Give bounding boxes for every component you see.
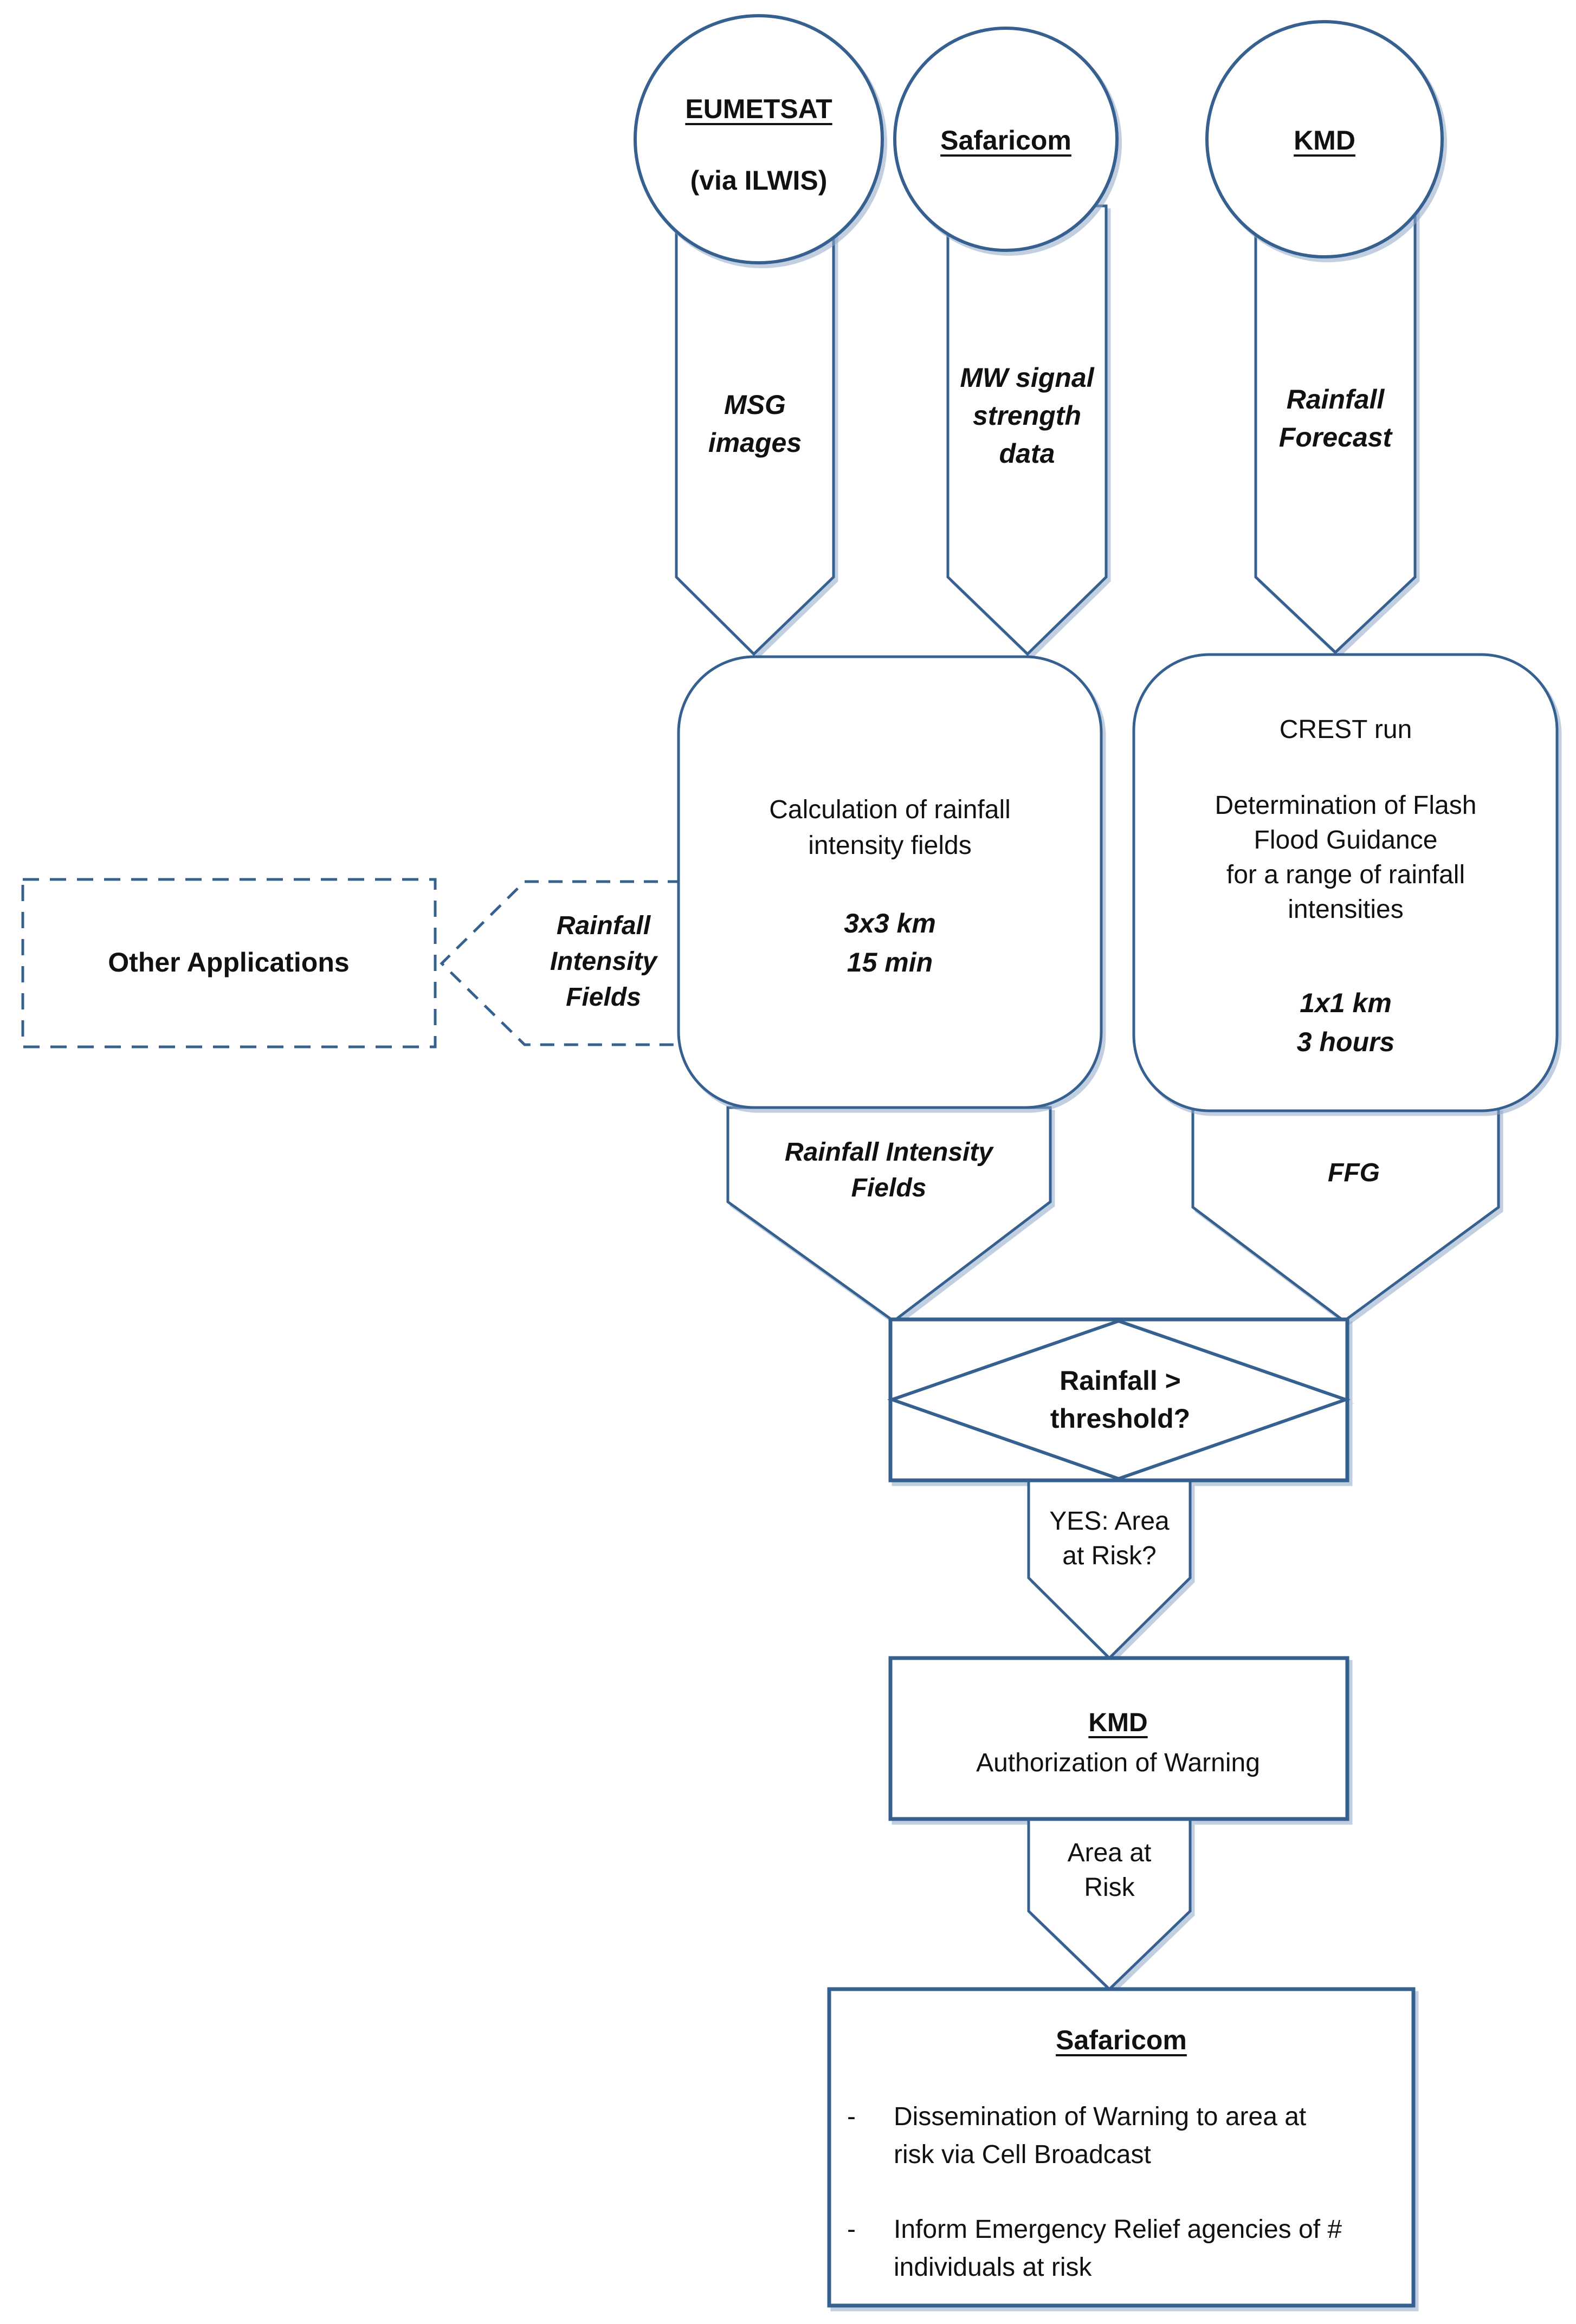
source-circle-safaricom <box>893 27 1119 252</box>
flow-arrow-ffg <box>1191 1106 1500 1323</box>
rainfall-intensity-flow-label: Rainfall Intensity Fields <box>784 1138 993 1202</box>
yes-area-label: YES: Area at Risk? <box>1049 1507 1170 1570</box>
crest-box-title: CREST run <box>1279 715 1412 744</box>
bullet-text: Dissemination of Warning to area at risk… <box>894 2102 1307 2169</box>
eumetsat-circle-subtitle: (via ILWIS) <box>690 165 828 196</box>
kmd-authorization-box <box>888 1656 1349 1821</box>
rainfall-intensity-chevron-label: Rainfall Intensity Fields <box>550 911 657 1012</box>
msg-images-label: MSG images <box>708 390 802 458</box>
mw-signal-label: MW signal strength data <box>960 362 1094 469</box>
source-circle-eumetsat <box>634 14 884 264</box>
rainfall-forecast-label: Rainfall Forecast <box>1278 384 1392 452</box>
decision-label: Rainfall > threshold? <box>1050 1365 1191 1434</box>
kmd-box-title: KMD <box>1088 1708 1148 1737</box>
safaricom-bullet-1: - Dissemination of Warning to area at ri… <box>847 2098 1394 2174</box>
safaricom-box-title: Safaricom <box>1056 2025 1187 2055</box>
crest-box <box>1132 653 1559 1112</box>
other-applications-label: Other Applications <box>108 947 350 977</box>
bullet-marker: - <box>847 2102 856 2131</box>
safaricom-bullet-2: - Inform Emergency Relief agencies of # … <box>847 2211 1394 2287</box>
area-at-risk-label: Area at Risk <box>1067 1839 1152 1902</box>
kmd-box-subtitle: Authorization of Warning <box>976 1749 1260 1777</box>
decision-diamond <box>887 1319 1351 1481</box>
source-circle-kmd <box>1205 20 1444 258</box>
crest-box-detail: 1x1 km 3 hours <box>1296 988 1395 1057</box>
safaricom-dissemination-box <box>827 1987 1416 2308</box>
bullet-text: Inform Emergency Relief agencies of # in… <box>894 2215 1342 2282</box>
eumetsat-circle-title: EUMETSAT <box>685 94 832 124</box>
safaricom-circle-title: Safaricom <box>940 125 1071 156</box>
bullet-marker: - <box>847 2215 856 2244</box>
other-applications-box <box>21 878 437 1048</box>
rainfall-fields-dashed-arrow <box>440 880 682 1046</box>
calculation-box <box>677 655 1103 1109</box>
calculation-box-detail: 3x3 km 15 min <box>844 908 936 977</box>
ffg-flow-label: FFG <box>1328 1158 1380 1187</box>
calculation-box-text: Calculation of rainfall intensity fields <box>769 795 1011 860</box>
kmd-circle-title: KMD <box>1294 125 1355 156</box>
crest-box-text: Determination of Flash Flood Guidance fo… <box>1215 791 1477 924</box>
